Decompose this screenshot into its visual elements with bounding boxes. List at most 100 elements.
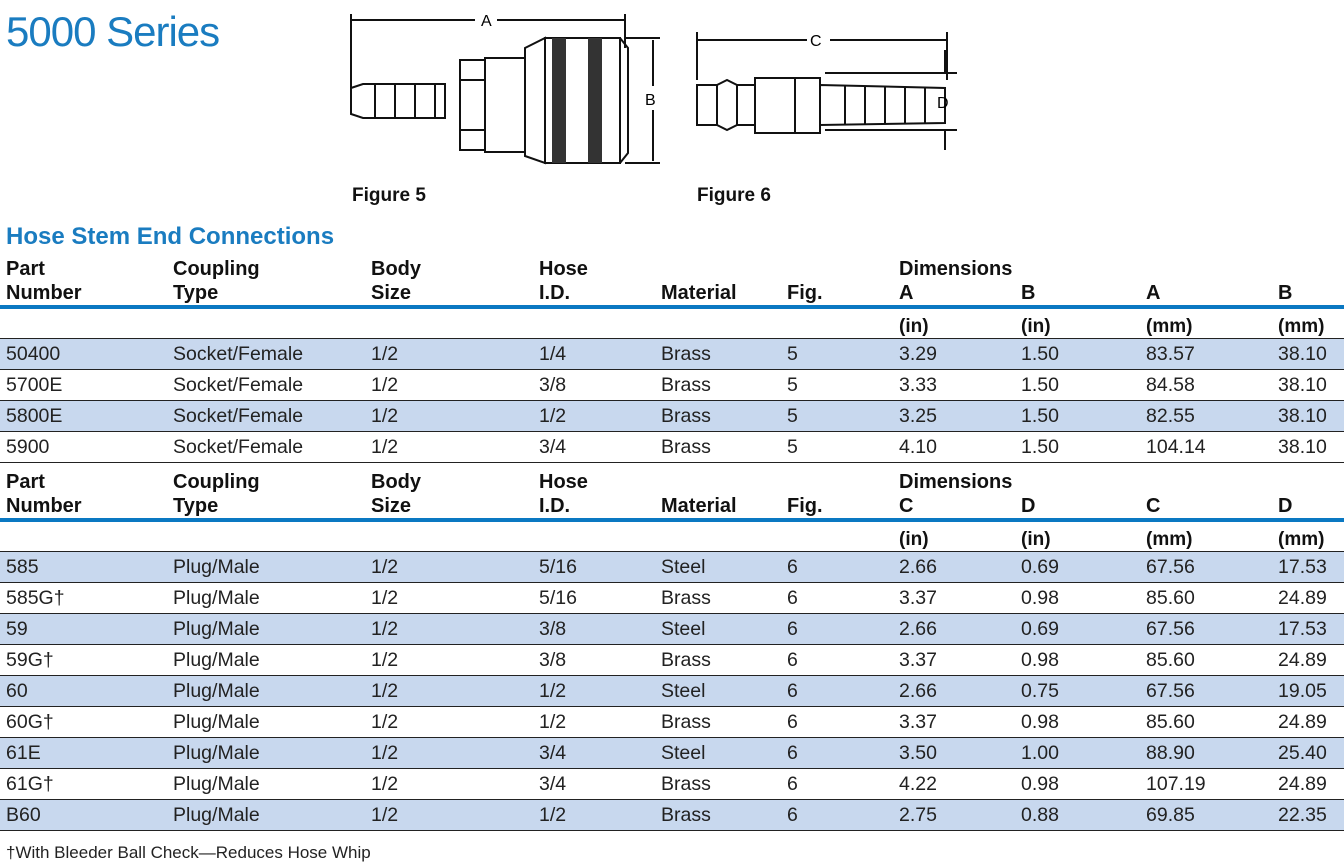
unit-label — [167, 522, 365, 552]
table-cell: 5 — [781, 338, 893, 370]
table-cell: 2.75 — [893, 799, 1015, 831]
table-cell: 5 — [781, 369, 893, 401]
table-cell: 6 — [781, 582, 893, 614]
table-cell: Brass — [655, 582, 781, 614]
table-cell: 67.56 — [1140, 613, 1272, 645]
column-header: C — [1146, 495, 1161, 517]
table-cell: 6 — [781, 613, 893, 645]
table-cell: 1/2 — [533, 400, 655, 432]
section-title: Hose Stem End Connections — [6, 223, 335, 250]
table-cell: 1/2 — [365, 644, 533, 676]
column-header: B — [1021, 282, 1036, 304]
unit-label: (mm) — [1140, 309, 1272, 339]
table-cell: 85.60 — [1140, 644, 1272, 676]
table-cell: 3/8 — [533, 369, 655, 401]
table-cell: 1/2 — [533, 675, 655, 707]
table-cell: 6 — [781, 768, 893, 800]
table-cell: 1/2 — [365, 582, 533, 614]
table-cell: 4.10 — [893, 431, 1015, 463]
units-row: (in)(in)(mm)(mm) — [0, 522, 1344, 552]
table-cell: 19.05 — [1272, 675, 1344, 707]
unit-label: (in) — [1015, 522, 1140, 552]
unit-label — [365, 309, 533, 339]
dim-c-label: C — [810, 33, 822, 50]
table-cell: 3/8 — [533, 644, 655, 676]
table-cell: 1/2 — [365, 768, 533, 800]
table-cell: 24.89 — [1272, 644, 1344, 676]
table-cell: 1/2 — [365, 737, 533, 769]
table-cell: 88.90 — [1140, 737, 1272, 769]
table-cell: 6 — [781, 799, 893, 831]
unit-label: (in) — [893, 522, 1015, 552]
table-cell: 5700E — [0, 369, 167, 401]
table-cell: 1/2 — [533, 799, 655, 831]
table-cell: 2.66 — [893, 675, 1015, 707]
table-cell: Brass — [655, 706, 781, 738]
table-cell: 22.35 — [1272, 799, 1344, 831]
table-cell: 1/4 — [533, 338, 655, 370]
table-cell: Socket/Female — [167, 400, 365, 432]
dim-d-label: D — [937, 95, 949, 112]
unit-label — [781, 309, 893, 339]
table-cell: 3.50 — [893, 737, 1015, 769]
table-cell: 585G† — [0, 582, 167, 614]
table-cell: 61G† — [0, 768, 167, 800]
table-cell: 1/2 — [365, 369, 533, 401]
page-title: 5000 Series — [6, 8, 220, 55]
unit-label — [781, 522, 893, 552]
table-cell: Plug/Male — [167, 737, 365, 769]
unit-label: (in) — [1015, 309, 1140, 339]
table-cell: 59 — [0, 613, 167, 645]
table-cell: 585 — [0, 551, 167, 583]
table-cell: 83.57 — [1140, 338, 1272, 370]
dim-a-label: A — [481, 13, 492, 30]
table-cell: 6 — [781, 737, 893, 769]
table-cell: Steel — [655, 613, 781, 645]
table-cell: Plug/Male — [167, 644, 365, 676]
table-cell: 38.10 — [1272, 338, 1344, 370]
table-cell: 0.88 — [1015, 799, 1140, 831]
column-header: A — [1146, 282, 1161, 304]
table-cell: Plug/Male — [167, 768, 365, 800]
table-cell: 1.00 — [1015, 737, 1140, 769]
table-cell: 85.60 — [1140, 706, 1272, 738]
table-cell: 104.14 — [1140, 431, 1272, 463]
table-cell: 0.98 — [1015, 768, 1140, 800]
table-cell: 3.33 — [893, 369, 1015, 401]
unit-label — [655, 309, 781, 339]
table-cell: 1/2 — [365, 551, 533, 583]
table-cell: 67.56 — [1140, 675, 1272, 707]
table-cell: 38.10 — [1272, 369, 1344, 401]
table-cell: 69.85 — [1140, 799, 1272, 831]
table-cell: 3.25 — [893, 400, 1015, 432]
table-cell: 1/2 — [365, 431, 533, 463]
column-header: Fig. — [787, 495, 823, 517]
table-cell: 2.66 — [893, 613, 1015, 645]
unit-label — [167, 309, 365, 339]
table-cell: 3/4 — [533, 431, 655, 463]
table-cell: 0.98 — [1015, 706, 1140, 738]
table-cell: 1/2 — [365, 706, 533, 738]
table-cell: 1.50 — [1015, 338, 1140, 370]
table-cell: 1/2 — [365, 799, 533, 831]
table-cell: Plug/Male — [167, 799, 365, 831]
table-cell: Steel — [655, 551, 781, 583]
header-rule — [0, 518, 1344, 522]
table-cell: Socket/Female — [167, 369, 365, 401]
